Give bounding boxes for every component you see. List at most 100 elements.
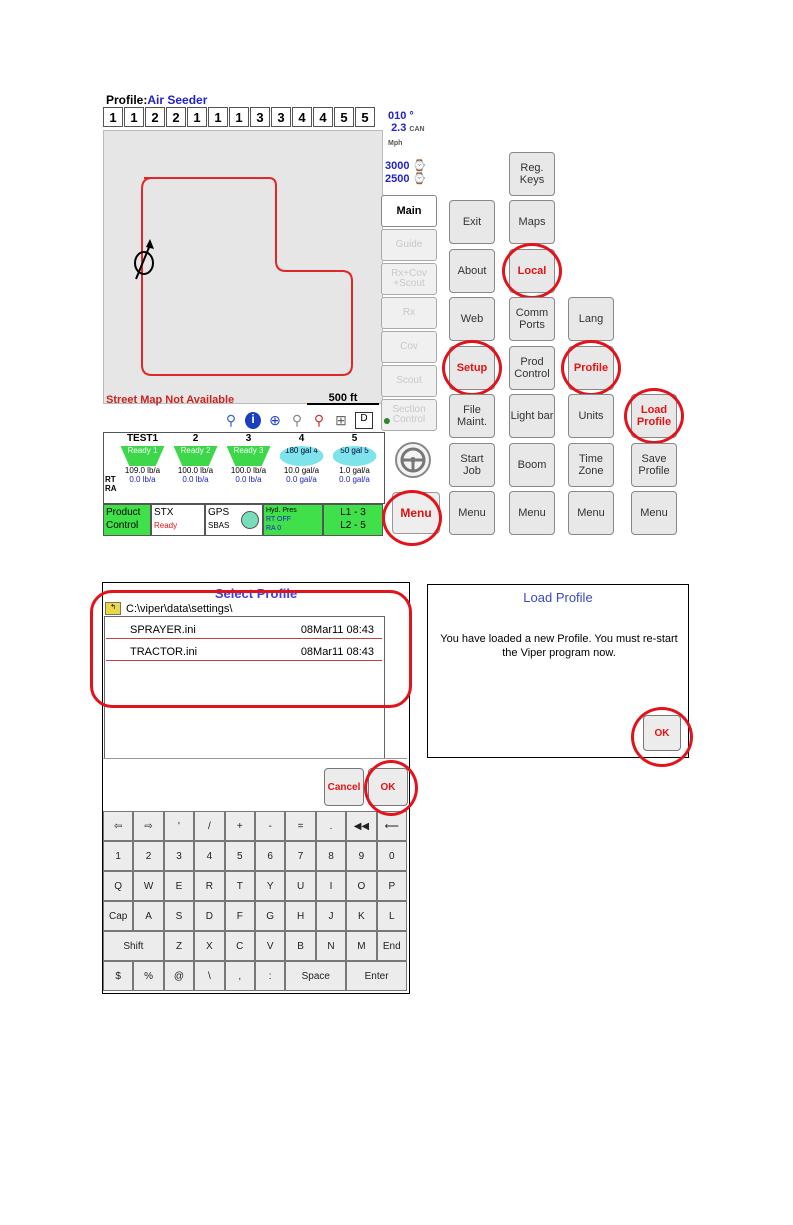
menu-menu-button[interactable]: Menu: [631, 491, 677, 535]
key-9[interactable]: 9: [346, 841, 377, 871]
key-a[interactable]: A: [133, 901, 164, 931]
globe-icon[interactable]: ●: [382, 412, 392, 428]
key-cap[interactable]: Cap: [103, 901, 134, 931]
field-map[interactable]: [103, 130, 383, 404]
key-symbol[interactable]: /: [194, 811, 225, 841]
section-button[interactable]: 1: [124, 107, 144, 127]
menu-setup-button[interactable]: Setup: [449, 345, 495, 390]
key-u[interactable]: U: [285, 871, 316, 901]
folder-up-icon[interactable]: ↰: [105, 602, 121, 615]
key-8[interactable]: 8: [315, 841, 347, 871]
key-z[interactable]: Z: [163, 931, 195, 961]
section-button[interactable]: 1: [187, 107, 207, 127]
menu-boom-button[interactable]: Boom: [509, 442, 555, 487]
key-s[interactable]: S: [163, 901, 195, 931]
key-q[interactable]: Q: [103, 871, 134, 901]
key-symbol[interactable]: ⇨: [133, 811, 164, 841]
key-2[interactable]: 2: [133, 841, 164, 871]
product-control-status[interactable]: Product Control: [103, 504, 151, 536]
key-o[interactable]: O: [346, 871, 377, 901]
info-icon[interactable]: i: [245, 412, 261, 429]
key-symbol[interactable]: ⟵: [376, 811, 407, 841]
key-i[interactable]: I: [315, 871, 347, 901]
key-y[interactable]: Y: [255, 871, 286, 901]
key-6[interactable]: 6: [255, 841, 286, 871]
section-button[interactable]: 3: [271, 107, 291, 127]
key-j[interactable]: J: [315, 901, 347, 931]
key-l[interactable]: L: [376, 901, 407, 931]
key-0[interactable]: 0: [376, 841, 407, 871]
tab-cov[interactable]: Cov: [381, 331, 437, 363]
logging-status[interactable]: L1 - 3 L2 - 5: [323, 504, 383, 536]
key-symbol[interactable]: :: [255, 961, 286, 991]
key-1[interactable]: 1: [103, 841, 134, 871]
menu-load-profile-button[interactable]: Load Profile: [631, 394, 677, 438]
tab-rx-cov-scout[interactable]: Rx+Cov +Scout: [381, 263, 437, 295]
key-enter[interactable]: Enter: [346, 961, 407, 991]
ok-button[interactable]: OK: [643, 715, 681, 751]
gps-target-icon[interactable]: ⊕: [269, 412, 281, 428]
key-f[interactable]: F: [224, 901, 255, 931]
key-3[interactable]: 3: [163, 841, 195, 871]
menu-maps-button[interactable]: Maps: [509, 200, 555, 244]
section-button[interactable]: 1: [208, 107, 228, 127]
section-button[interactable]: 4: [313, 107, 333, 127]
section-button[interactable]: 3: [250, 107, 270, 127]
key-symbol[interactable]: ': [163, 811, 195, 841]
menu-units-button[interactable]: Units: [568, 394, 614, 438]
pin-icon[interactable]: ⚲: [225, 412, 237, 428]
key-symbol[interactable]: .: [315, 811, 347, 841]
key-t[interactable]: T: [224, 871, 255, 901]
key-4[interactable]: 4: [194, 841, 225, 871]
section-button[interactable]: 1: [229, 107, 249, 127]
menu-about-button[interactable]: About: [449, 248, 495, 293]
ok-button[interactable]: OK: [368, 768, 408, 806]
menu-prod-control-button[interactable]: Prod Control: [509, 345, 555, 390]
menu-local-button[interactable]: Local: [509, 248, 555, 293]
tab-section-control[interactable]: Section Control: [381, 399, 437, 431]
key-h[interactable]: H: [285, 901, 316, 931]
menu-reg-keys-button[interactable]: Reg. Keys: [509, 151, 555, 196]
menu-file-maint--button[interactable]: File Maint.: [449, 394, 495, 438]
tab-main[interactable]: Main: [381, 195, 437, 227]
menu-profile-button[interactable]: Profile: [568, 345, 614, 390]
section-button[interactable]: 1: [103, 107, 123, 127]
tab-scout[interactable]: Scout: [381, 365, 437, 397]
zoom-out-icon[interactable]: ⚲: [313, 412, 325, 428]
key-symbol[interactable]: ⇦: [103, 811, 134, 841]
tab-guide[interactable]: Guide: [381, 229, 437, 261]
menu-menu-button[interactable]: Menu: [449, 491, 495, 535]
key-symbol[interactable]: +: [224, 811, 255, 841]
key-n[interactable]: N: [315, 931, 347, 961]
menu-comm-ports-button[interactable]: Comm Ports: [509, 297, 555, 341]
cancel-button[interactable]: Cancel: [324, 768, 364, 806]
key-5[interactable]: 5: [224, 841, 255, 871]
tab-rx[interactable]: Rx: [381, 297, 437, 329]
gps-status[interactable]: GPS SBAS: [205, 504, 263, 536]
key-r[interactable]: R: [194, 871, 225, 901]
section-button[interactable]: 2: [166, 107, 186, 127]
key-symbol[interactable]: =: [285, 811, 316, 841]
key-b[interactable]: B: [285, 931, 316, 961]
menu-exit-button[interactable]: Exit: [449, 200, 495, 244]
key-symbol[interactable]: %: [133, 961, 164, 991]
key-symbol[interactable]: \: [194, 961, 225, 991]
zoom-in-icon[interactable]: ⚲: [291, 412, 303, 428]
key-7[interactable]: 7: [285, 841, 316, 871]
main-menu-button[interactable]: Menu: [392, 492, 440, 534]
key-symbol[interactable]: @: [163, 961, 195, 991]
section-button[interactable]: 5: [334, 107, 354, 127]
menu-time-zone-button[interactable]: Time Zone: [568, 442, 614, 487]
view-mode-icon[interactable]: D: [355, 412, 373, 429]
key-m[interactable]: M: [346, 931, 377, 961]
menu-start-job-button[interactable]: Start Job: [449, 442, 495, 487]
section-button[interactable]: 4: [292, 107, 312, 127]
steering-wheel-icon[interactable]: [395, 442, 431, 478]
key-symbol[interactable]: ◀◀: [346, 811, 377, 841]
